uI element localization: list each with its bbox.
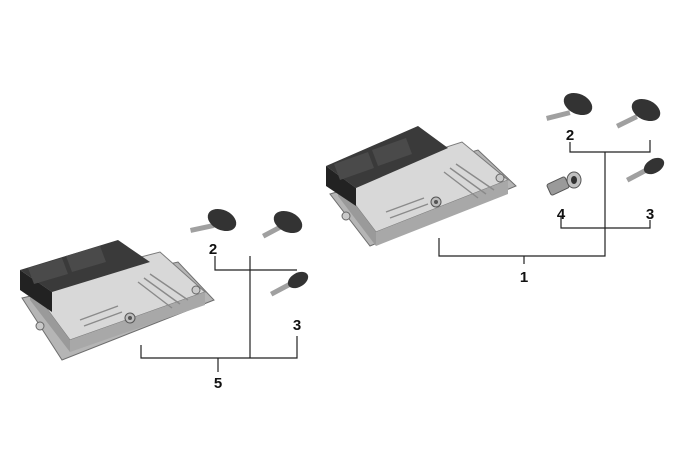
callout-left-key-b: 3	[293, 317, 301, 334]
right-key-b	[626, 157, 665, 183]
callout-lock-cylinder: 4	[557, 206, 566, 223]
left-connector-block	[20, 240, 150, 312]
lock-cylinder	[546, 171, 582, 196]
callout-right-key-b: 3	[646, 206, 654, 223]
left-key-a-right	[262, 210, 303, 239]
left-key-b	[270, 271, 309, 297]
right-leader-lines	[438, 140, 651, 264]
callout-left-assembly: 5	[214, 375, 222, 392]
callout-left-key-a: 2	[209, 241, 217, 258]
right-key-a-left	[546, 92, 593, 121]
callout-right-key-a: 2	[566, 127, 574, 144]
callout-right-assembly: 1	[520, 269, 528, 286]
left-control-unit	[20, 240, 215, 361]
right-key-a-right	[615, 98, 661, 129]
right-control-unit	[326, 126, 517, 247]
left-key-a-left	[189, 208, 237, 233]
left-leader-lines	[140, 256, 298, 372]
right-connector-block	[326, 126, 448, 206]
